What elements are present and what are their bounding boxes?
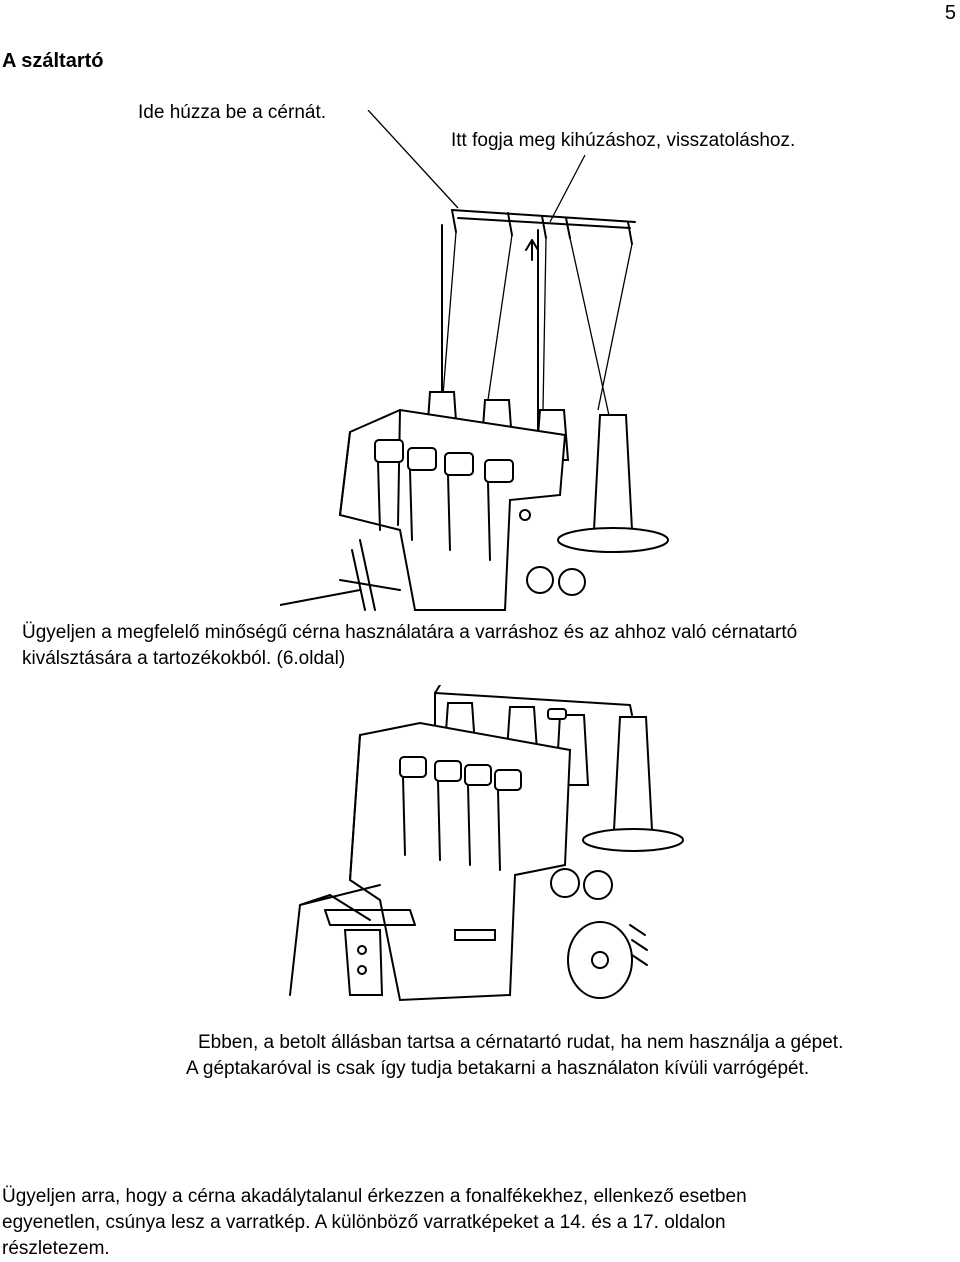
figure1-serger-raised-stand (280, 110, 669, 611)
note-line1: Ebben, a betolt állásban tartsa a cérnat… (198, 1032, 844, 1053)
figure1-label-thread-in: Ide húzza be a cérnát. (138, 102, 327, 123)
paragraph-thread-flow-line3: részletezem. (2, 1238, 110, 1259)
paragraph-thread-quality-line2: kiválsztására a tartozékokból. (6.oldal) (22, 648, 346, 669)
paragraph-thread-quality-line1: Ügyeljen a megfelelő minőségű cérna hasz… (22, 622, 798, 643)
section-title: A száltartó (2, 50, 104, 72)
paragraph-thread-flow: Ügyeljen arra, hogy a cérna akadálytalan… (0, 1184, 960, 1262)
paragraph-thread-flow-line2: egyenetlen, csúnya lesz a varratkép. A k… (2, 1212, 726, 1233)
paragraph-thread-flow-line1: Ügyeljen arra, hogy a cérna akadálytalan… (2, 1186, 747, 1207)
figure1-label-grip: Itt fogja meg kihúzáshoz, visszatoláshoz… (451, 130, 796, 151)
page-number: 5 (944, 2, 956, 24)
paragraph-thread-quality: Ügyeljen a megfelelő minőségű cérna hasz… (0, 620, 960, 672)
note-line2: A géptakaróval is csak így tudja betakar… (186, 1058, 810, 1079)
figure2-serger-lowered-stand (289, 685, 684, 1002)
